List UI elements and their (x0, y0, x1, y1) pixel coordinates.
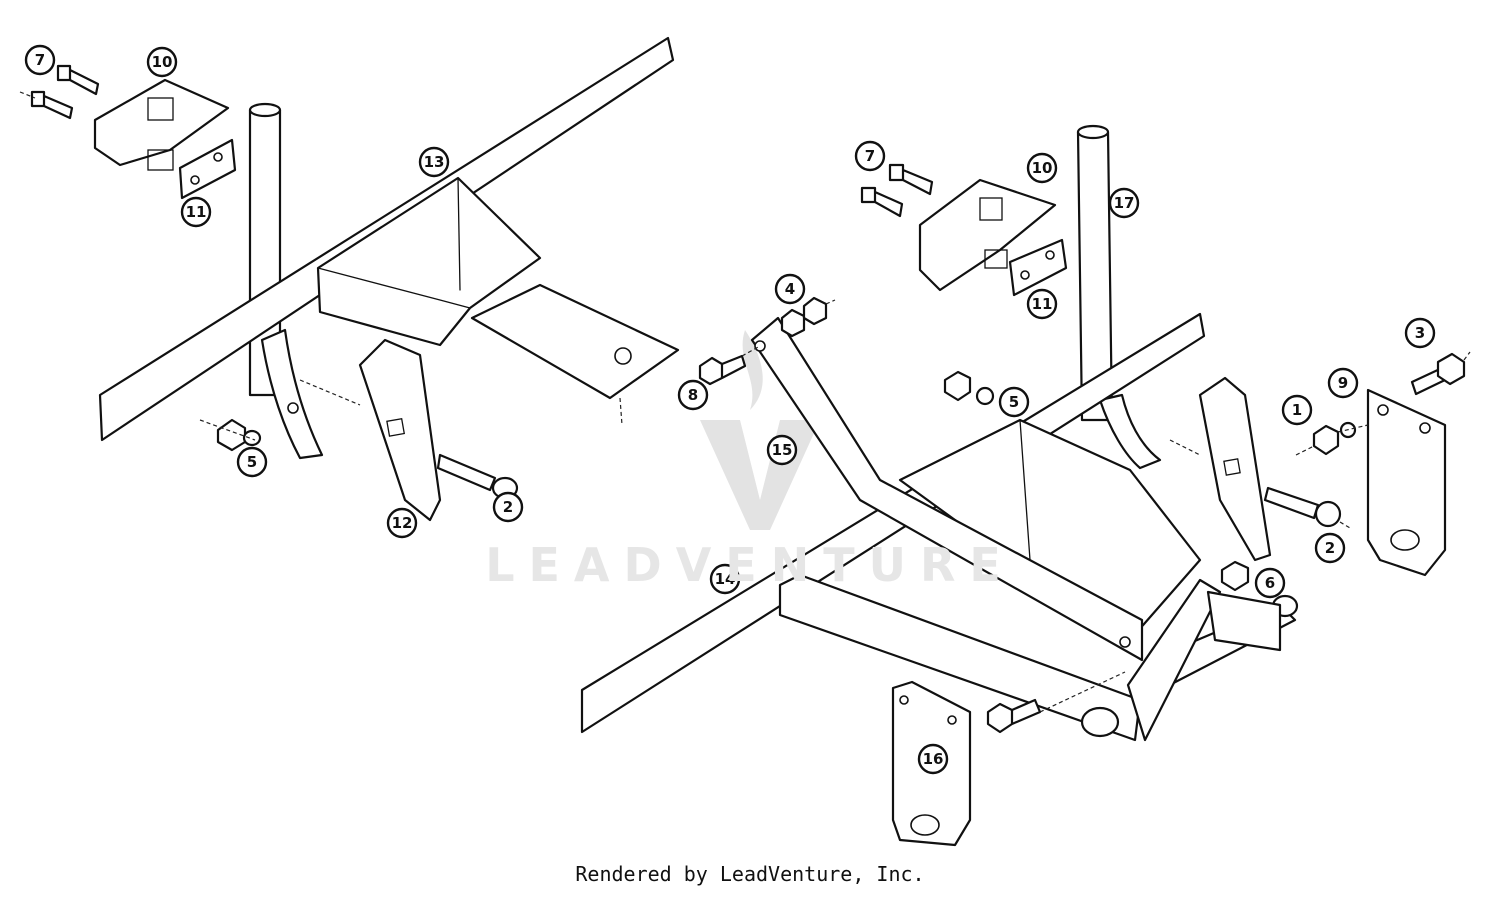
svg-text:15: 15 (772, 441, 793, 459)
right-plow-bolt (1263, 486, 1320, 520)
right-nut-b (802, 296, 828, 326)
svg-text:10: 10 (152, 53, 173, 71)
svg-text:11: 11 (186, 203, 207, 221)
callout-17: 17 (1108, 187, 1140, 219)
right-side-plate-a (1126, 578, 1222, 742)
svg-text:13: 13 (424, 153, 445, 171)
callout-15: 15 (766, 434, 798, 466)
left-carriage-bolt-a (56, 64, 100, 96)
right-side-plate-b (1206, 590, 1282, 652)
right-assembly (580, 124, 1471, 847)
left-sweep-blade (358, 338, 442, 522)
svg-text:14: 14 (715, 570, 736, 588)
left-plow-bolt (436, 453, 497, 492)
right-nut-5 (943, 370, 972, 402)
footer-credit: Rendered by LeadVenture, Inc. (575, 862, 925, 886)
callout-10: 10 (146, 46, 178, 78)
svg-text:1: 1 (1292, 401, 1302, 419)
svg-text:7: 7 (35, 51, 45, 69)
callout-11: 11 (1026, 288, 1058, 320)
right-sweep-blade (1198, 376, 1272, 562)
callout-9: 9 (1327, 367, 1359, 399)
callout-5: 5 (236, 446, 268, 478)
left-carriage-bolt-b (30, 90, 74, 120)
callout-7: 7 (24, 44, 56, 76)
left-clamp-plate (178, 138, 237, 200)
svg-text:16: 16 (923, 750, 944, 768)
svg-text:7: 7 (865, 147, 875, 165)
svg-text:5: 5 (247, 453, 257, 471)
svg-text:2: 2 (1325, 539, 1335, 557)
right-bolt-8 (698, 354, 747, 386)
svg-text:8: 8 (688, 386, 698, 404)
right-shank (1098, 393, 1162, 470)
svg-text:3: 3 (1415, 324, 1425, 342)
callout-13: 13 (418, 146, 450, 178)
callout-1: 1 (1281, 394, 1313, 426)
callout-5: 5 (998, 386, 1030, 418)
svg-text:17: 17 (1114, 194, 1135, 212)
callout-2: 2 (492, 491, 524, 523)
right-lower-bar (778, 573, 1142, 742)
svg-text:12: 12 (392, 514, 413, 532)
svg-text:6: 6 (1265, 574, 1275, 592)
svg-text:5: 5 (1009, 393, 1019, 411)
callout-14: 14 (709, 563, 741, 595)
right-nut-a (780, 308, 806, 338)
left-tongue-plate (470, 283, 680, 400)
callout-7: 7 (854, 140, 886, 172)
callout-10: 10 (1026, 152, 1058, 184)
right-bolt-bottom (986, 698, 1042, 734)
right-angled-arm (750, 316, 1144, 662)
callout-16: 16 (917, 743, 949, 775)
left-assembly (19, 36, 680, 522)
svg-text:9: 9 (1338, 374, 1348, 392)
watermark-text: LEADVENTURE (485, 538, 1015, 592)
svg-text:2: 2 (503, 498, 513, 516)
right-nut-6 (1220, 560, 1250, 592)
callout-8: 8 (677, 379, 709, 411)
left-shank (260, 328, 324, 460)
right-carriage-bolt-b (860, 186, 904, 218)
svg-text:11: 11 (1032, 295, 1053, 313)
right-bracket-plate (1366, 388, 1447, 577)
right-nut-1 (1312, 424, 1340, 456)
callout-12: 12 (386, 507, 418, 539)
svg-text:10: 10 (1032, 159, 1053, 177)
callout-4: 4 (774, 273, 806, 305)
callout-6: 6 (1254, 567, 1286, 599)
right-clamp-plate (1008, 238, 1068, 297)
right-carriage-bolt-a (888, 163, 934, 196)
callout-11: 11 (180, 196, 212, 228)
callout-3: 3 (1404, 317, 1436, 349)
callout-2: 2 (1314, 532, 1346, 564)
svg-text:4: 4 (785, 280, 795, 298)
